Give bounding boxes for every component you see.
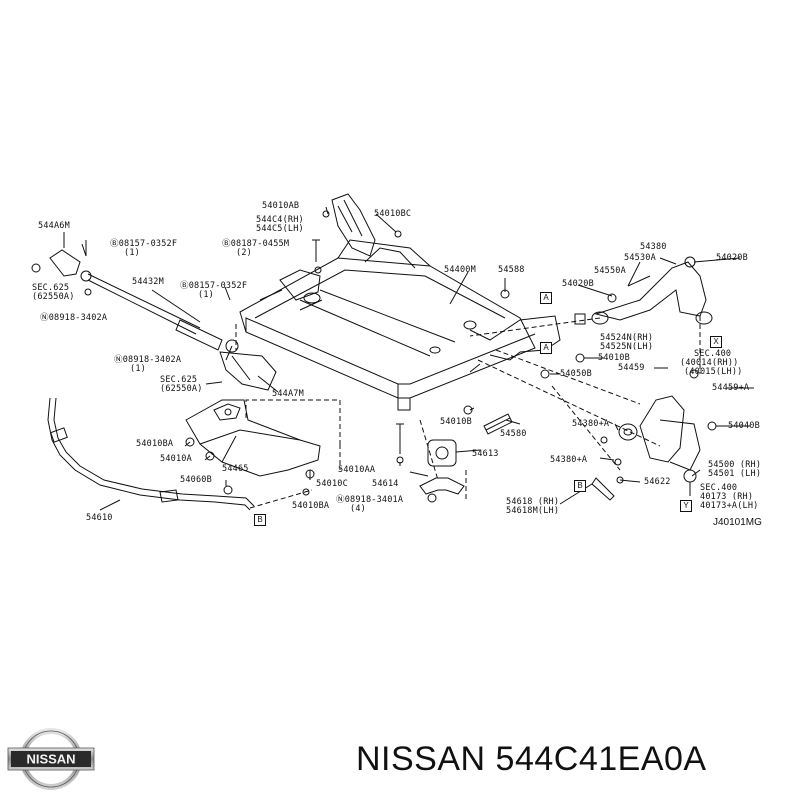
label-54050b: 54050B (560, 369, 592, 379)
ref-box-a-bottom: A (540, 342, 552, 354)
label-544a7m: 544A7M (272, 389, 304, 399)
label-54580: 54580 (500, 429, 527, 439)
label-54614: 54614 (372, 479, 399, 489)
label-sec625-a-ref: (62550A) (32, 292, 75, 302)
label-sec625-b-ref: (62550A) (160, 384, 203, 394)
ref-box-y: Y (680, 500, 692, 512)
label-544a6m: 544A6M (38, 221, 70, 231)
ref-box-a-top: A (540, 292, 552, 304)
label-54060b: 54060B (180, 475, 212, 485)
label-54622: 54622 (644, 477, 671, 487)
label-54459a: 54459+A (712, 383, 750, 393)
stabilizer-link-54432m (31, 240, 239, 353)
label-54618: 54618 (RH) (506, 497, 560, 507)
label-08918-3402a-b: Ⓝ08918-3402A (114, 355, 182, 365)
knuckle-and-lower-arm (591, 395, 717, 501)
stabilizer-bar-54610 (47, 397, 255, 511)
diagram-code: J40101MG (713, 517, 762, 528)
label-54010ab: 54010AB (262, 201, 300, 211)
label-54400m: 54400M (444, 265, 476, 275)
label-54530a: 54530A (624, 253, 656, 263)
label-54010c: 54010C (316, 479, 348, 489)
label-54380a-b: 54380+A (550, 455, 588, 465)
label-54020b-top: 54020B (716, 253, 748, 263)
upper-arm-54524n (574, 256, 713, 379)
label-40015: (40015(LH)) (684, 367, 743, 377)
label-08187-0455m-qty: (2) (236, 248, 252, 258)
label-08157-0352f-a-qty: (1) (124, 248, 140, 258)
label-54010aa: 54010AA (338, 465, 376, 475)
logo-text: NISSAN (26, 752, 75, 767)
label-54525n: 54525N(LH) (600, 342, 654, 352)
label-54010ba-b: 54010BA (292, 501, 330, 511)
label-40014: (40014(RH)) (680, 358, 739, 368)
dashed-leaders (235, 316, 701, 509)
ref-box-b-right: B (574, 480, 586, 492)
label-40173a: 40173+A(LH) (700, 501, 759, 511)
bracket-544c4 (312, 193, 402, 274)
caption-brand: NISSAN (356, 740, 486, 778)
label-54010a: 54010A (160, 454, 192, 464)
label-sec625-a: SEC.625 (32, 283, 70, 293)
label-54524n: 54524N(RH) (600, 333, 654, 343)
label-54613: 54613 (472, 449, 499, 459)
label-40173: 40173 (RH) (700, 492, 754, 502)
label-54010b-a: 54010B (440, 417, 472, 427)
gusset-54465 (185, 351, 321, 495)
label-08918-3402a-b-qty: (1) (130, 364, 146, 374)
label-54380-top: 54380 (640, 242, 667, 252)
label-sec400-b: SEC.400 (700, 483, 738, 493)
ref-box-b-left: B (254, 514, 266, 526)
label-54020b-mid: 54020B (562, 279, 594, 289)
label-54010ba-a: 54010BA (136, 439, 174, 449)
label-08157-0352f-a: Ⓑ08157-0352F (110, 239, 178, 249)
label-54465: 54465 (222, 464, 249, 474)
label-54618m: 54618M(LH) (506, 506, 560, 516)
label-544c5: 544C5(LH) (256, 224, 304, 234)
label-54040b: 54040B (728, 421, 760, 431)
label-544c4: 544C4(RH) (256, 215, 304, 225)
label-08918-3401a: Ⓝ08918-3401A (336, 495, 404, 505)
nissan-logo-icon: NISSAN (7, 728, 95, 790)
label-54588: 54588 (498, 265, 525, 275)
label-sec625-b: SEC.625 (160, 375, 198, 385)
label-54380a-a: 54380+A (572, 419, 610, 429)
label-54010bc: 54010BC (374, 209, 412, 219)
label-54500: 54500 (RH) (708, 460, 762, 470)
leader-lines (63, 206, 754, 511)
label-08918-3402a-a: Ⓝ08918-3402A (40, 313, 108, 323)
label-08918-3401a-qty: (4) (350, 504, 366, 514)
bushing-54613 (419, 439, 465, 495)
label-54432m: 54432M (132, 277, 164, 287)
label-54501: 54501 (LH) (708, 469, 762, 479)
label-08157-0352f-b: Ⓑ08157-0352F (180, 281, 248, 291)
ref-box-x: X (710, 336, 722, 348)
caption-part-number: 544C41EA0A (495, 740, 707, 778)
label-08187-0455m: Ⓑ08187-0455M (222, 239, 290, 249)
label-08157-0352f-b-qty: (1) (198, 290, 214, 300)
label-54459: 54459 (618, 363, 645, 373)
label-54550a: 54550A (594, 266, 626, 276)
label-sec400-a: SEC.400 (694, 349, 732, 359)
label-54010b-b: 54010B (598, 353, 630, 363)
part-caption: NISSAN 544C41EA0A (356, 740, 707, 779)
crossmember-54400m (239, 239, 561, 411)
label-54610: 54610 (86, 513, 113, 523)
